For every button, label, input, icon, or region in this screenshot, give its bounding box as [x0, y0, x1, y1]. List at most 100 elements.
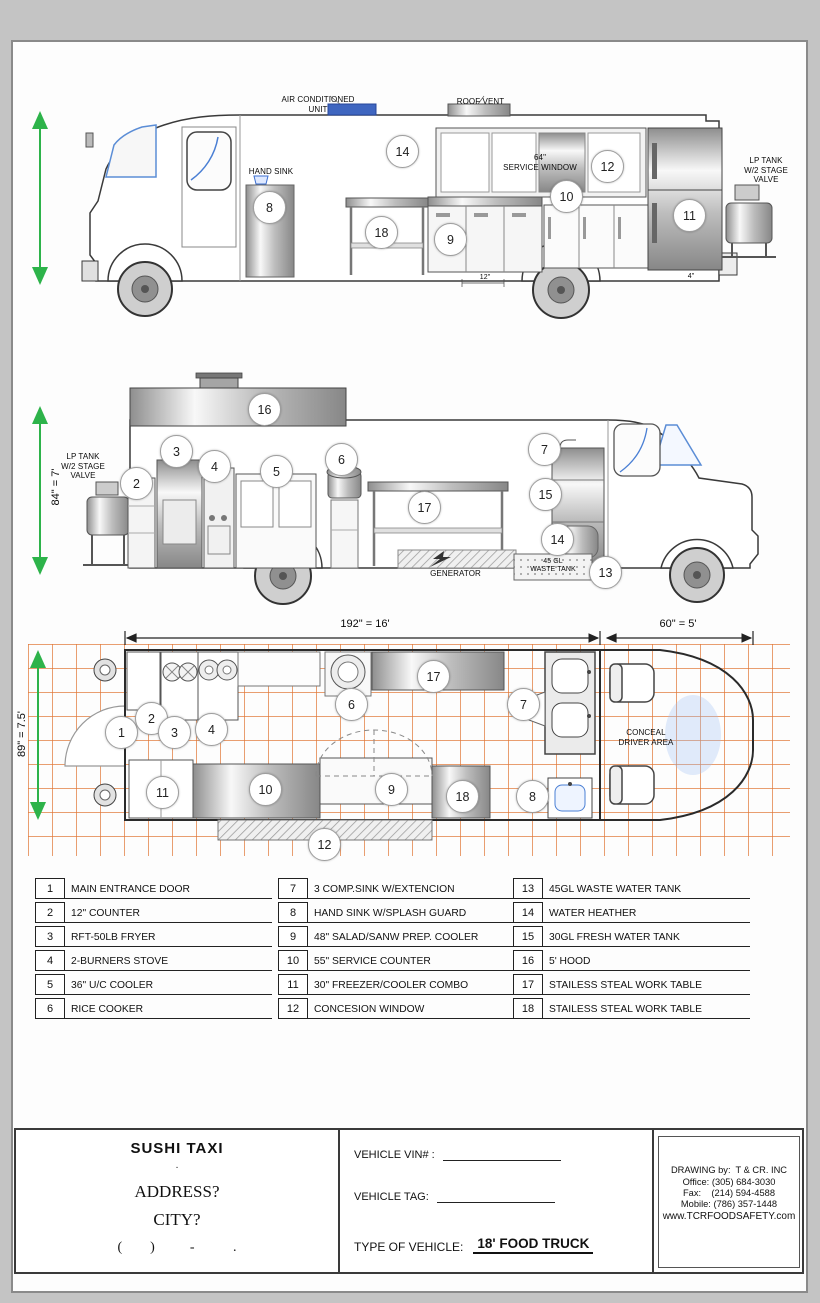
callout-11: 11 — [673, 199, 706, 232]
callout-7: 7 — [507, 688, 540, 721]
callout-15: 15 — [529, 478, 562, 511]
counter-dim-label: 12" — [479, 274, 491, 281]
legend-number: 18 — [513, 998, 543, 1019]
length-dim-label: 192" = 16' — [340, 618, 390, 630]
website: www.TCRFOODSAFETY.com — [662, 1211, 796, 1222]
width-dim-label: 89" = 7.5' — [16, 710, 28, 758]
stove-4 — [203, 467, 235, 569]
callout-8: 8 — [253, 191, 286, 224]
company-city: CITY? — [153, 1210, 201, 1229]
legend-label: HAND SINK W/SPLASH GUARD — [308, 902, 515, 923]
undercounter-cooler-5 — [235, 473, 317, 569]
vehicle-type-label: TYPE OF VEHICLE: — [354, 1240, 464, 1254]
legend-label: WATER HEATHER — [543, 902, 750, 923]
cab-details — [85, 124, 237, 248]
legend-label: 30" FREEZER/COOLER COMBO — [308, 974, 515, 995]
legend-number: 9 — [278, 926, 308, 947]
callout-9: 9 — [375, 773, 408, 806]
roof-equipment — [327, 95, 511, 117]
wall-vents — [93, 658, 117, 807]
legend-label: 12" COUNTER — [65, 902, 272, 923]
callout-14: 14 — [386, 135, 419, 168]
callout-12: 12 — [308, 828, 341, 861]
driver-area-label: CONCEAL DRIVER AREA — [618, 728, 674, 747]
callout-16: 16 — [248, 393, 281, 426]
callout-17: 17 — [408, 491, 441, 524]
tag-blank-line — [436, 1190, 555, 1203]
legend-label: STAILESS STEAL WORK TABLE — [543, 974, 750, 995]
side-elevation-streetside: 84" = 7' LP TANK W/2 STAGE VALVE GENERAT… — [0, 368, 820, 608]
callout-10: 10 — [249, 773, 282, 806]
lp-tank-rear — [722, 184, 776, 258]
small-dimensions — [461, 279, 505, 287]
legend-label: 48" SALAD/SANW PREP. COOLER — [308, 926, 515, 947]
legend-number: 7 — [278, 878, 308, 899]
legend-number: 11 — [278, 974, 308, 995]
hood-16 — [129, 372, 347, 427]
legend-number: 10 — [278, 950, 308, 971]
legend-number: 3 — [35, 926, 65, 947]
company-dot: . — [175, 1160, 179, 1171]
callout-4: 4 — [195, 713, 228, 746]
legend-number: 12 — [278, 998, 308, 1019]
callout-9: 9 — [434, 223, 467, 256]
legend-label: 30GL FRESH WATER TANK — [543, 926, 750, 947]
callout-13: 13 — [589, 556, 622, 589]
roof-vent-label: ROOF VENT — [456, 97, 505, 106]
company-phone: ( ) - . — [117, 1240, 237, 1255]
ac-unit-label: AIR CONDITIONED UNIT — [281, 95, 355, 114]
driver-seats — [609, 663, 655, 805]
legend-label: 45GL WASTE WATER TANK — [543, 878, 750, 899]
title-block-vehicle-section: VEHICLE VIN# : VEHICLE TAG: TYPE OF VEHI… — [340, 1130, 652, 1272]
legend-number: 15 — [513, 926, 543, 947]
legend-label: 2-BURNERS STOVE — [65, 950, 272, 971]
vehicle-type-value: 18' FOOD TRUCK — [473, 1236, 594, 1254]
callout-18: 18 — [365, 216, 398, 249]
vin-label: VEHICLE VIN# : — [354, 1149, 435, 1161]
callout-1: 1 — [105, 716, 138, 749]
waste-tank-label: 45 GL WASTE TANK — [530, 558, 576, 574]
callout-3: 3 — [160, 435, 193, 468]
side-elevation-curbside: AIR CONDITIONED UNIT ROOF VENT HAND SINK… — [0, 85, 820, 347]
callout-8: 8 — [516, 780, 549, 813]
swing-doors-dashed — [315, 729, 433, 777]
title-block: SUSHI TAXI . ADDRESS? CITY? ( ) - . VEHI… — [14, 1128, 804, 1274]
callout-2: 2 — [120, 467, 153, 500]
legend-label: RFT-50LB FRYER — [65, 926, 272, 947]
callout-12: 12 — [591, 150, 624, 183]
work-table-17 — [367, 481, 509, 566]
counter-2-plan — [126, 651, 161, 711]
callout-11: 11 — [146, 776, 179, 809]
waste-tank-13 — [513, 553, 593, 581]
legend-number: 6 — [35, 998, 65, 1019]
legend-number: 5 — [35, 974, 65, 995]
tag-row: VEHICLE TAG: — [354, 1190, 555, 1203]
generator — [397, 549, 517, 569]
fax-number: Fax: (214) 594-4588 — [683, 1188, 775, 1198]
service-window-unit — [435, 127, 647, 198]
fryer-3-plan — [160, 651, 199, 721]
cab-dim-label: 60" = 5' — [659, 618, 697, 630]
callout-5: 5 — [260, 455, 293, 488]
legend-label: RICE COOKER — [65, 998, 272, 1019]
lp-tank-label: LP TANK W/2 STAGE VALVE — [61, 452, 105, 481]
legend-number: 2 — [35, 902, 65, 923]
callout-7: 7 — [528, 433, 561, 466]
callout-6: 6 — [325, 443, 358, 476]
callout-4: 4 — [198, 450, 231, 483]
